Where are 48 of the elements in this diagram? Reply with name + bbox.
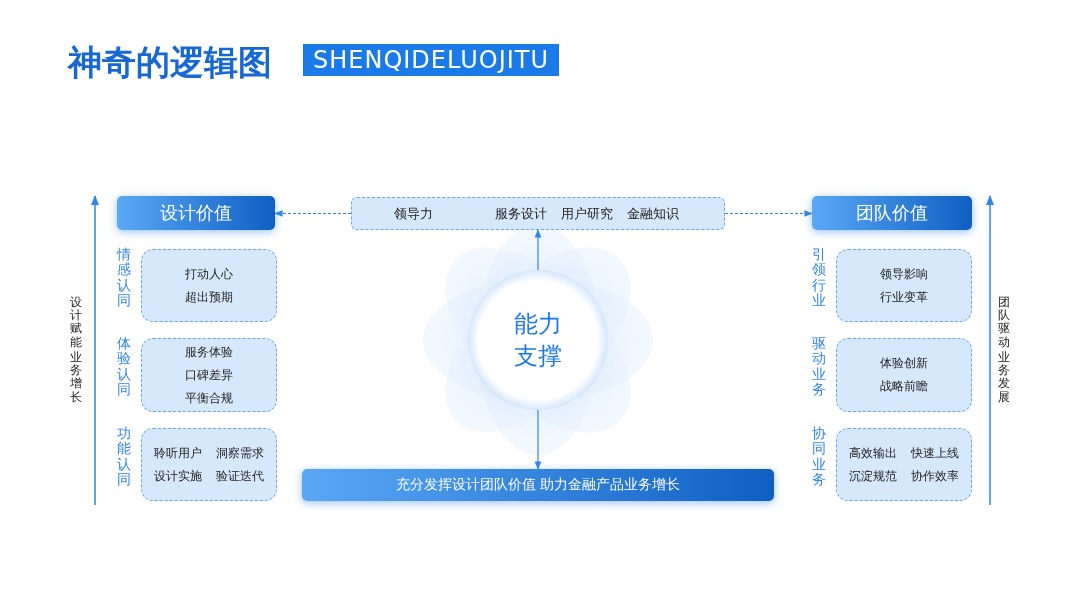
- side-label: 功能认同: [117, 426, 131, 488]
- dashed-card: [836, 249, 972, 322]
- card-text: 设计实施: [154, 467, 202, 485]
- core-circle: 能力支撑: [468, 270, 608, 410]
- axis-label: 业务发展: [998, 351, 1010, 404]
- card-text: 聆听用户: [154, 444, 202, 462]
- card-text: 沉淀规范: [849, 467, 897, 485]
- side-label: 驱动业务: [812, 336, 826, 398]
- dashed-card: [836, 338, 972, 412]
- skills-box: [351, 197, 725, 230]
- card-text: 服务体验: [184, 343, 234, 361]
- card-text: 打动人心: [184, 265, 234, 283]
- title-box: 团队价值: [812, 196, 972, 230]
- title-box: 设计价值: [117, 196, 275, 230]
- skill-label: 服务设计: [495, 204, 547, 223]
- dashed-card: [141, 428, 277, 501]
- card-text: 体验创新: [879, 355, 929, 372]
- skill-label: 金融知识: [627, 204, 679, 223]
- side-label: 体验认同: [117, 336, 131, 398]
- axis-label: 团队驱动: [998, 296, 1010, 349]
- card-text: 洞察需求: [216, 444, 264, 462]
- skill-label: 用户研究: [561, 204, 613, 223]
- card-text: 协作效率: [911, 467, 959, 485]
- side-label: 引领行业: [812, 247, 826, 309]
- arrow: [534, 409, 542, 470]
- card-text: 高效输出: [849, 444, 897, 462]
- arrow: [534, 229, 542, 271]
- card-text: 快速上线: [911, 444, 959, 462]
- skill-label: 领导力: [394, 204, 433, 223]
- page-title: 神奇的逻辑图: [68, 41, 272, 84]
- card-text: 平衡合规: [184, 389, 234, 407]
- card-text: 领导影响: [879, 265, 929, 283]
- dashed-card: [141, 249, 277, 322]
- card-text: 超出预期: [184, 288, 234, 306]
- card-text: 行业变革: [879, 288, 929, 306]
- axis-label: 设计赋能: [70, 296, 82, 349]
- dashed-card: [141, 338, 277, 412]
- banner-bar: 充分发挥设计团队价值 助力金融产品业务增长: [302, 469, 774, 501]
- axis-label: 业务增长: [70, 351, 82, 404]
- subtitle-banner: SHENQIDELUOJITU: [303, 44, 560, 76]
- side-label: 情感认同: [117, 247, 131, 309]
- card-text: 验证迭代: [216, 467, 264, 485]
- card-text: 战略前瞻: [879, 378, 929, 395]
- dashed-card: [836, 428, 972, 501]
- arrow: [724, 210, 813, 217]
- card-text: 口碑差异: [184, 366, 234, 384]
- side-label: 协同业务: [812, 426, 826, 488]
- arrow: [274, 210, 352, 217]
